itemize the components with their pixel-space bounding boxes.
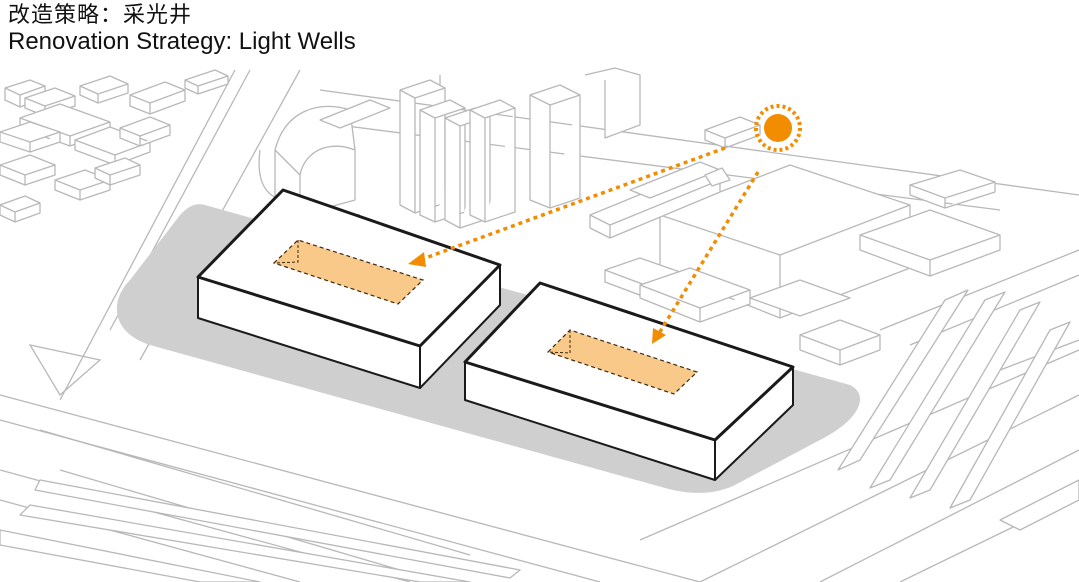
- parking-stall: [909, 301, 1041, 499]
- context-tower: [584, 67, 641, 139]
- context-block: [129, 81, 186, 115]
- sunlight-rays: [408, 146, 760, 344]
- context-curved-block: [319, 99, 391, 129]
- context-tower: [529, 84, 581, 209]
- parking-stall: [949, 321, 1071, 509]
- light-well-b: [546, 329, 699, 395]
- road-edge: [0, 394, 701, 582]
- road-edge: [299, 119, 1001, 211]
- building-b: [463, 281, 795, 481]
- context-block: [639, 267, 751, 323]
- sun-icon: [754, 104, 802, 152]
- context-block: [909, 169, 996, 209]
- context-block: [704, 167, 731, 187]
- parking-stripes: [837, 289, 1079, 531]
- parking-stall: [34, 479, 521, 579]
- context-block: [704, 116, 761, 149]
- context-block: [0, 154, 56, 186]
- parking-stall: [869, 291, 1006, 489]
- parking-stall: [19, 504, 471, 582]
- context-block: [0, 121, 61, 153]
- light-well-b-depth: [547, 330, 571, 354]
- title-english: Renovation Strategy: Light Wells: [8, 28, 356, 55]
- parking-stall: [999, 479, 1079, 531]
- context-low-blocks: [0, 69, 229, 223]
- parking-stall: [0, 529, 261, 582]
- context-block: [799, 319, 881, 366]
- context-towers: [274, 67, 641, 229]
- sun-halo: [754, 104, 802, 152]
- context-block: [749, 279, 851, 317]
- sun-core: [764, 114, 792, 142]
- context-block: [94, 157, 141, 186]
- sun-ray-a-arrowhead: [408, 252, 426, 267]
- context-block: [859, 209, 1001, 277]
- road-edge: [59, 69, 236, 401]
- title-chinese: 改造策略：采光井: [8, 3, 193, 28]
- light-well-a-depth: [273, 240, 299, 264]
- context-block: [79, 75, 129, 104]
- road-edge: [39, 429, 471, 556]
- sun-ray-to-well-a: [419, 146, 726, 262]
- context-tower: [469, 99, 516, 223]
- road-edge: [699, 394, 1079, 582]
- light-well-a: [272, 239, 425, 305]
- context-block: [0, 195, 41, 223]
- context-right-blocks: [589, 116, 1001, 366]
- road-edge: [819, 449, 1079, 582]
- sun-ray-b-arrowhead: [652, 328, 666, 344]
- building-a: [196, 188, 502, 389]
- road-edge: [879, 249, 1079, 331]
- road-edge: [28, 344, 102, 397]
- parking-stripes-bottom: [0, 479, 521, 582]
- title-block: 改造策略：采光井 Renovation Strategy: Light Well…: [8, 2, 356, 54]
- context-block: [119, 116, 171, 147]
- context-block: [184, 69, 229, 95]
- parking-stall: [837, 289, 969, 471]
